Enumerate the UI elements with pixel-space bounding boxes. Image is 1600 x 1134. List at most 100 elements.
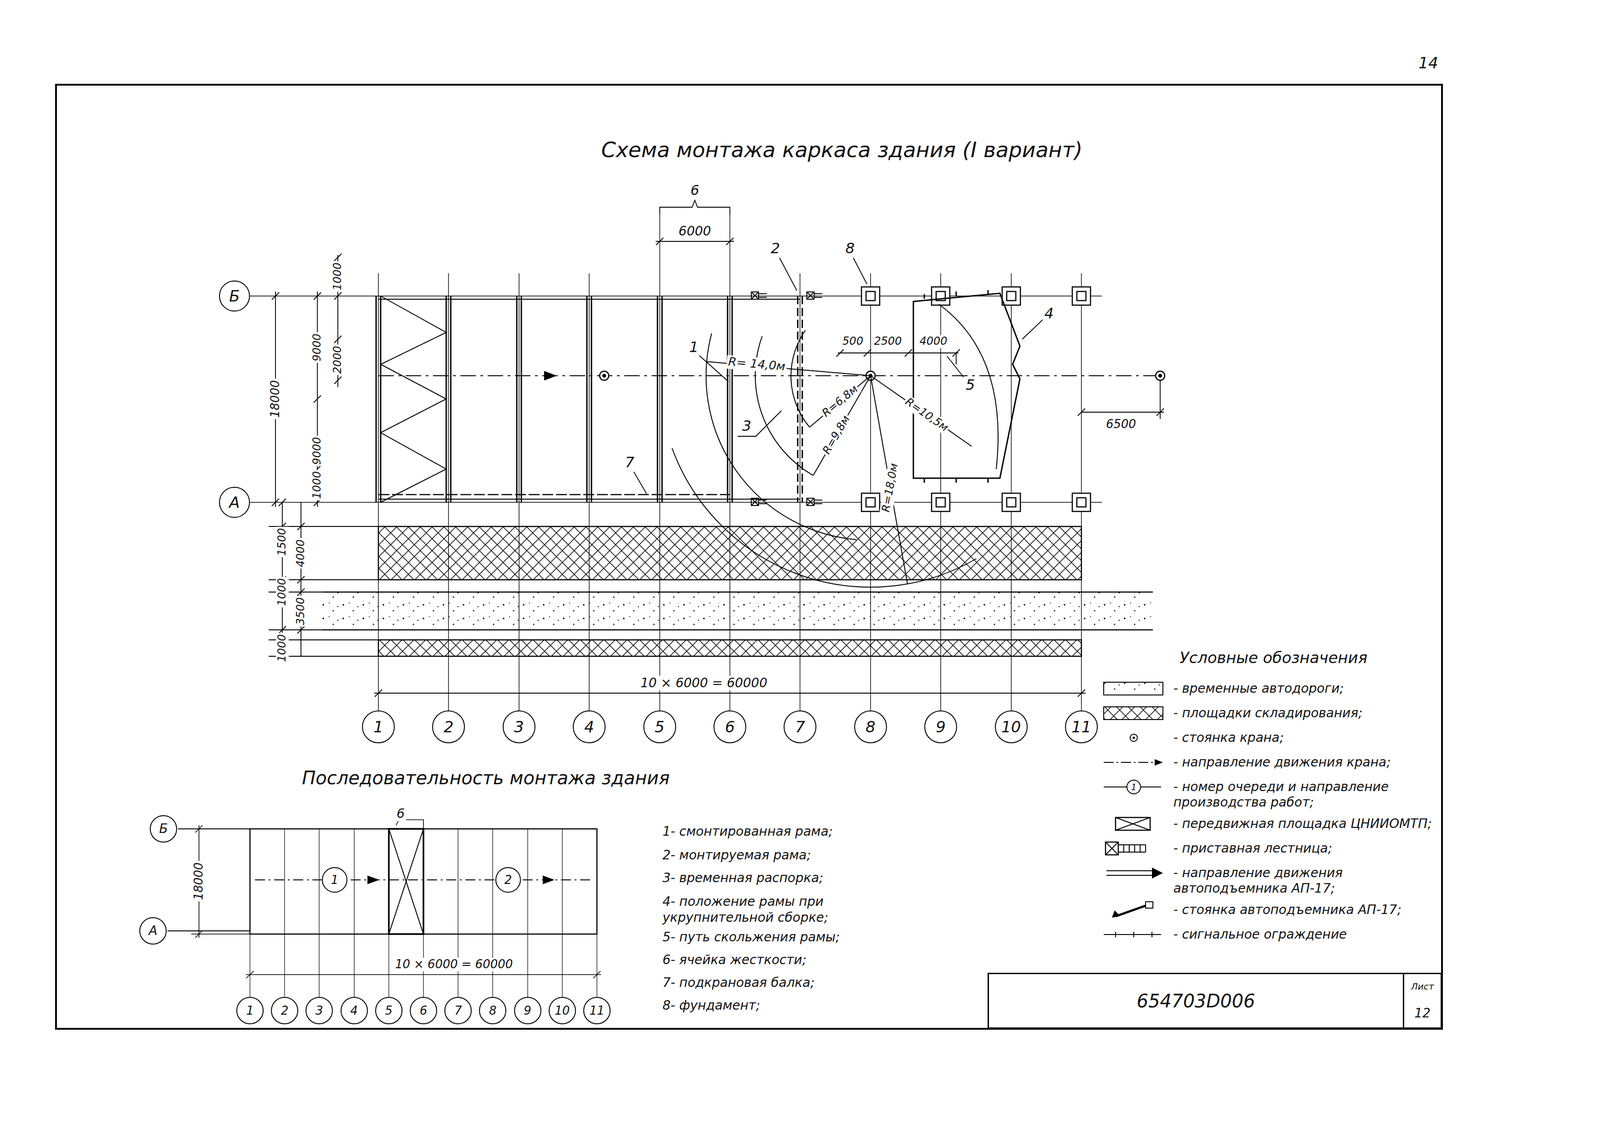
callout-number: 1 [687, 338, 700, 356]
axis-bubble: 8 [854, 710, 887, 744]
node-text: 10 [1001, 718, 1021, 735]
key-item: 5- путь скольжения рамы; [661, 929, 842, 945]
leader-line [947, 356, 964, 378]
axis-bubble: 9 [924, 710, 958, 744]
dimension: 2000 [331, 344, 345, 375]
foundation [1006, 291, 1016, 301]
node-text: 11 [589, 1004, 605, 1017]
radius-label: R=6,8м [818, 382, 862, 421]
dimension: 9000 [310, 435, 324, 466]
legend-sample [1101, 728, 1166, 747]
dimension: 4000 [917, 335, 949, 348]
crane-radii [672, 304, 999, 587]
legend-text: - стоянка автоподъемника АП-17; [1173, 901, 1402, 918]
node-text: 1 [246, 1004, 255, 1017]
storage-area [378, 526, 1082, 580]
axis-bubble: 7 [783, 710, 817, 744]
dimension-lines [268, 200, 1164, 697]
legend-sample [1106, 870, 1153, 876]
foundation [866, 497, 876, 507]
foundation [1076, 291, 1086, 301]
dimension: 1500 [275, 526, 289, 557]
foundation [1006, 497, 1016, 507]
foundation [1072, 493, 1091, 512]
callout-number: 5 [964, 376, 977, 394]
ladder-symbol [806, 498, 823, 506]
leader-line [633, 257, 1043, 494]
node-text: 10 [554, 1004, 570, 1017]
assembly-platform [913, 293, 1020, 479]
node-text: 8 [865, 718, 876, 735]
legend-sample [1101, 900, 1166, 919]
axis-bubble: 2 [495, 866, 521, 893]
dimension-lines [659, 200, 730, 215]
crane-radii [790, 330, 810, 428]
sequence-plan [367, 876, 554, 884]
node-text: 2 [443, 718, 454, 735]
node-text: 5 [654, 718, 665, 735]
crane-radii [706, 333, 857, 540]
frame-being-mounted [797, 295, 803, 503]
sequence-plan [254, 879, 592, 881]
axis-bubble: 5 [643, 710, 677, 744]
leader-line [633, 471, 647, 494]
axis-bubble: А [219, 486, 250, 518]
crane-stand [1158, 374, 1162, 378]
axis-lines [378, 214, 1082, 711]
axis-bubble: 9 [514, 996, 542, 1025]
axis-bubble: 10 [548, 996, 576, 1025]
legend-sample [1103, 706, 1163, 720]
legend-sample [1103, 682, 1163, 695]
dimension: 6500 [1104, 417, 1138, 432]
dimension: 1000 [331, 260, 345, 292]
storage-area [378, 526, 1082, 657]
axis-bubble: 6 [713, 710, 747, 744]
legend-sample [1115, 817, 1151, 831]
leader-line [1022, 319, 1043, 340]
key-item: 7- подкрановая балка; [661, 975, 816, 990]
leader-line [698, 355, 729, 382]
node-text: 7 [454, 1004, 463, 1017]
dimension: 1000 [275, 632, 289, 663]
foundation [861, 286, 880, 306]
dimension: 4000 [294, 537, 308, 569]
leader-line [779, 257, 797, 291]
axis-lines [249, 214, 1102, 711]
frame-being-mounted [797, 295, 803, 503]
node-text: 9 [523, 1004, 532, 1017]
sequence-plan [167, 828, 250, 931]
node-text: 3 [315, 1004, 324, 1017]
dimension: 2500 [872, 335, 903, 348]
drawing-title: Схема монтажа каркаса здания (I вариант) [600, 137, 1085, 163]
node-text: 7 [795, 718, 806, 735]
sheet-cell: Лист12 [1402, 973, 1441, 1028]
crane-path [544, 371, 556, 380]
key-item: 8- фундамент; [661, 998, 762, 1013]
dimension: 6000 [677, 224, 713, 239]
sequence-plan [167, 819, 602, 997]
node-text: 4 [350, 1004, 358, 1017]
callout-number: 4 [1043, 305, 1055, 322]
foundation [1002, 493, 1021, 512]
ladder-symbol [751, 291, 767, 300]
axis-bubble: 5 [375, 996, 403, 1025]
node-text: 1 [373, 718, 384, 735]
node-text: 6 [724, 718, 735, 735]
legend-text: - площадки складирования; [1173, 705, 1363, 721]
dimension-lines [836, 349, 960, 365]
legend-sample [1154, 759, 1163, 766]
legend-sample [1115, 905, 1147, 917]
crane-stand [1155, 371, 1165, 381]
node-text: Б [229, 288, 240, 304]
dimension: 3500 [294, 595, 308, 627]
legend-text: - временные автодороги; [1173, 680, 1345, 697]
dimension-lines [1077, 380, 1164, 419]
legend-sample [1115, 817, 1151, 831]
dimension: 18000 [268, 378, 283, 420]
node-text: 12 [1414, 1005, 1431, 1021]
legend-sample [1101, 863, 1166, 882]
axis-bubble: 1 [236, 996, 264, 1025]
crane-stand [599, 371, 1165, 381]
node-text: 1 [331, 873, 339, 886]
